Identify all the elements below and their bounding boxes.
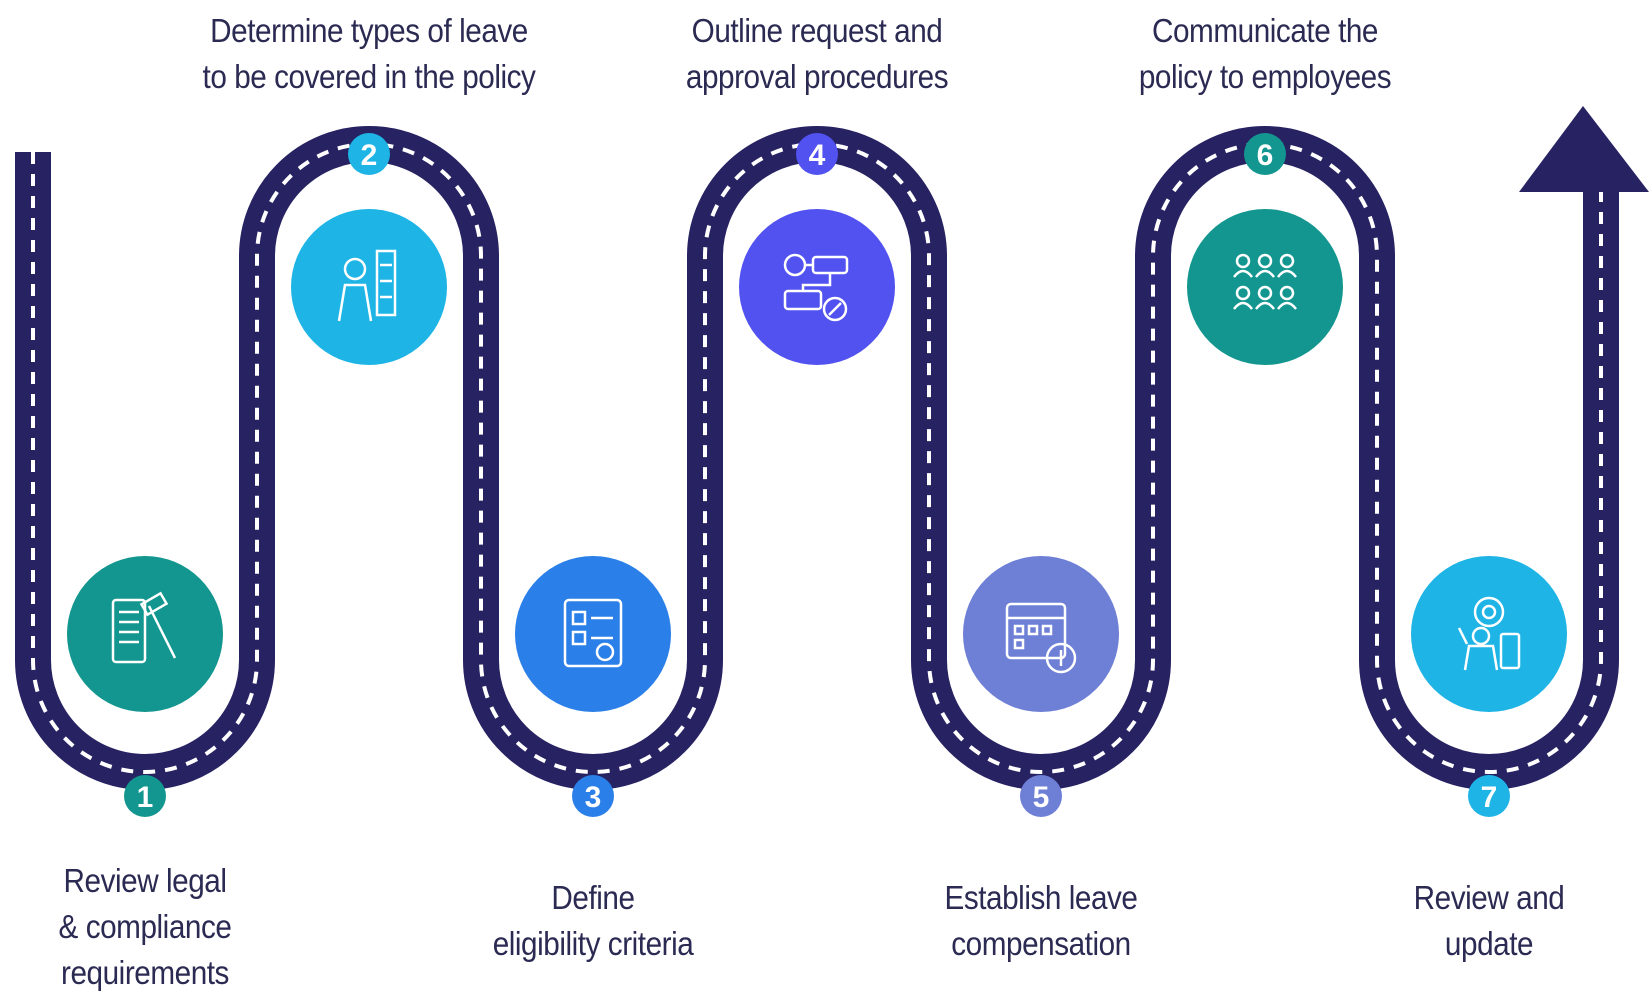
step-2-number-badge: 2: [348, 133, 390, 175]
step-7-number: 7: [1481, 781, 1498, 814]
step-5-label-line: Establish leave: [944, 879, 1138, 916]
step-3-label: Define eligibility criteria: [404, 875, 782, 967]
step-1-label-line: & compliance: [58, 908, 232, 945]
eligibility-checklist-icon: [563, 598, 623, 668]
step-4-number-badge: 4: [796, 133, 838, 175]
step-3-label-line: eligibility criteria: [492, 925, 694, 962]
step-5-circle: [963, 556, 1119, 712]
step-1-number: 1: [137, 781, 154, 814]
step-4-circle-fill: [739, 209, 895, 365]
step-4-label-line: approval procedures: [685, 58, 949, 95]
up-arrow-head: [1519, 106, 1649, 192]
step-5-label-line: compensation: [951, 925, 1131, 962]
step-7-label-line: update: [1444, 925, 1534, 962]
step-2-number: 2: [361, 139, 378, 172]
step-1-number-badge: 1: [124, 775, 166, 817]
step-1-circle: [67, 556, 223, 712]
step-1-label: Review legal & compliance requirements: [0, 858, 334, 996]
calendar-dollar-icon: [1005, 602, 1077, 674]
step-5-circle-fill: [963, 556, 1119, 712]
approval-workflow-icon: [783, 253, 849, 322]
step-5-number-badge: 5: [1020, 775, 1062, 817]
team-person-checklist-icon: [337, 249, 397, 322]
step-3-circle: [515, 556, 671, 712]
step-2-circle-fill: [291, 209, 447, 365]
step-2-label: Determine types of leave to be covered in…: [180, 8, 558, 100]
step-7-number-badge: 7: [1468, 775, 1510, 817]
step-6-number-badge: 6: [1244, 133, 1286, 175]
step-7-label: Review and update: [1300, 875, 1649, 967]
legal-document-gavel-icon: [111, 591, 177, 664]
step-7-label-line: Review and: [1413, 879, 1565, 916]
step-5-number: 5: [1033, 781, 1050, 814]
step-4-circle: [739, 209, 895, 365]
step-4-number: 4: [809, 139, 826, 172]
step-4-label-line: Outline request and: [691, 12, 943, 49]
employees-group-icon: [1233, 253, 1297, 310]
step-3-circle-fill: [515, 556, 671, 712]
step-1-label-line: requirements: [61, 954, 229, 991]
step-5-label: Establish leave compensation: [852, 875, 1230, 967]
step-2-circle: [291, 209, 447, 365]
step-3-number-badge: 3: [572, 775, 614, 817]
review-person-gear-icon: [1457, 596, 1521, 671]
step-6-label-line: policy to employees: [1138, 58, 1392, 95]
step-3-number: 3: [585, 781, 602, 814]
step-6-label-line: Communicate the: [1151, 12, 1379, 49]
step-4-label: Outline request and approval procedures: [628, 8, 1006, 100]
step-1-label-line: Review legal: [63, 862, 227, 899]
step-7-circle: [1411, 556, 1567, 712]
step-6-label: Communicate the policy to employees: [1076, 8, 1454, 100]
step-2-label-line: Determine types of leave: [210, 12, 528, 49]
step-3-label-line: Define: [551, 879, 635, 916]
step-6-circle: [1187, 209, 1343, 365]
step-6-number: 6: [1257, 139, 1274, 172]
step-2-label-line: to be covered in the policy: [202, 58, 536, 95]
